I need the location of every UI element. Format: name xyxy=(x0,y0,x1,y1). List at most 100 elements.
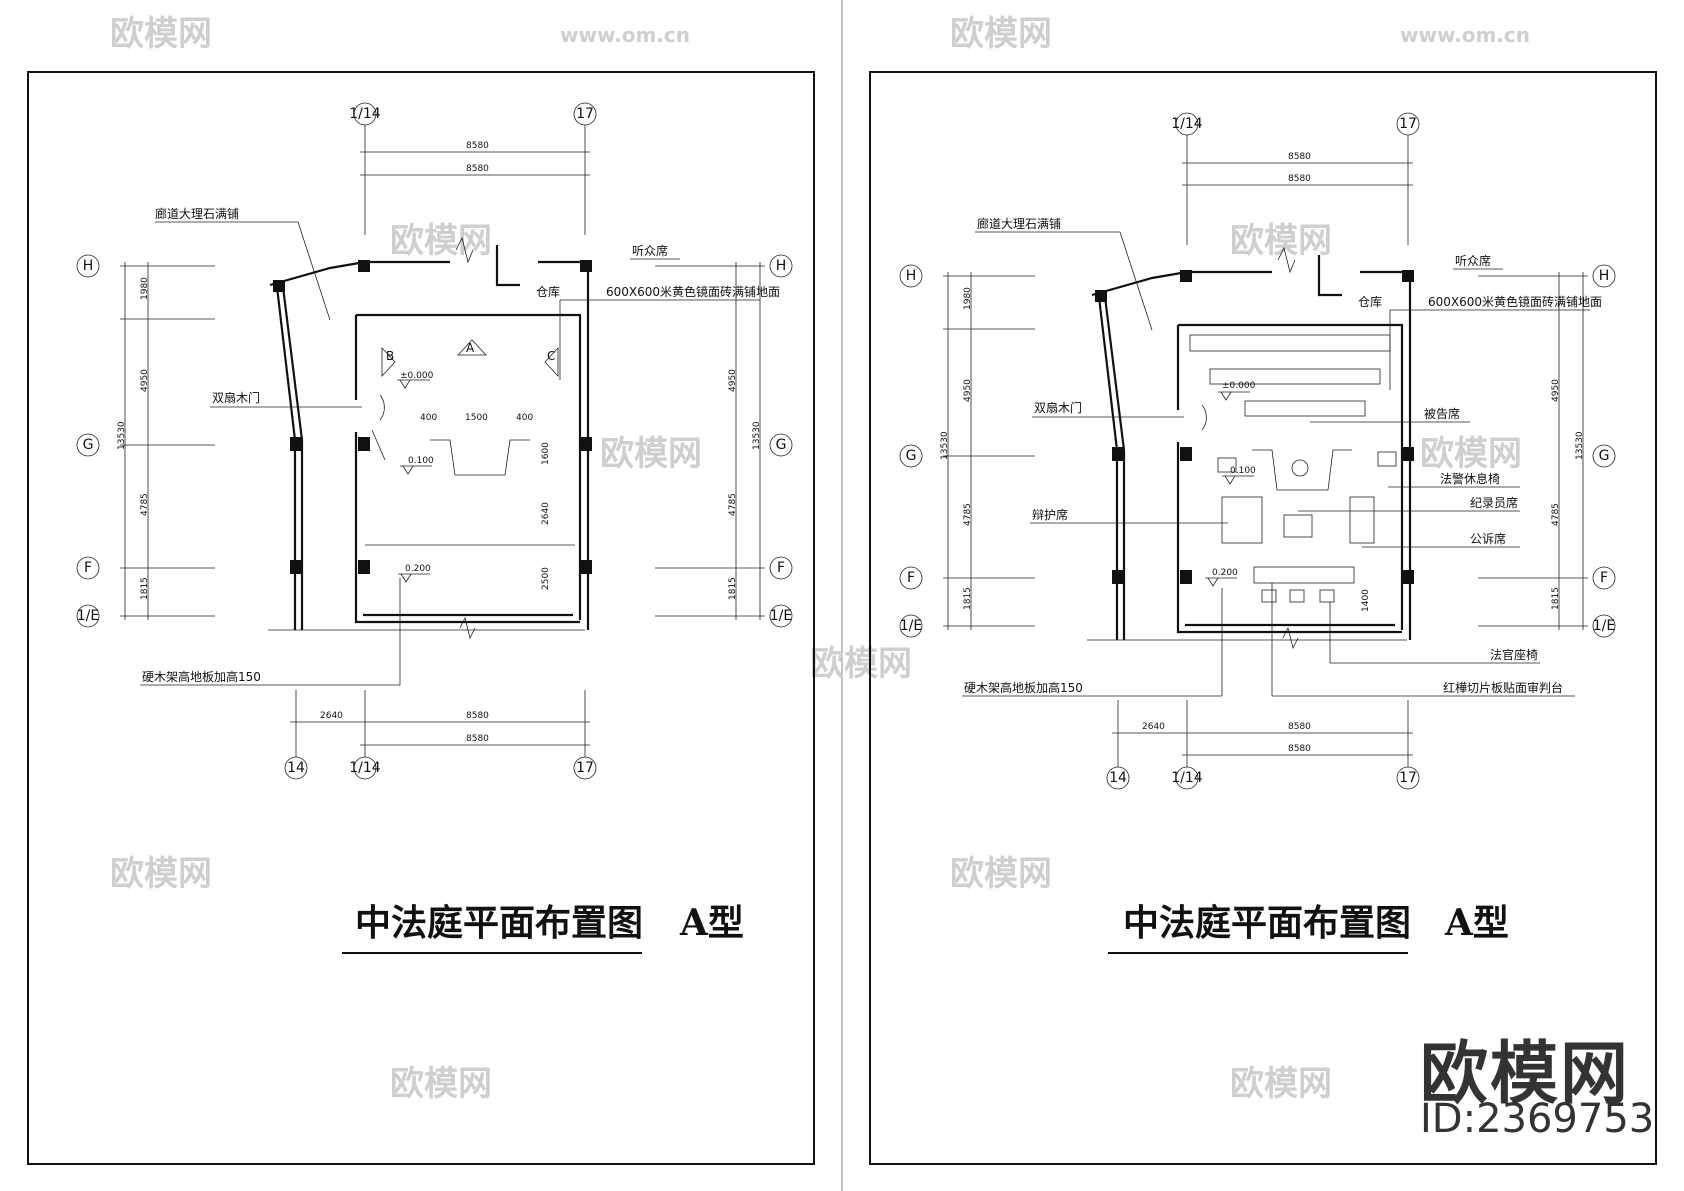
svg-text:H: H xyxy=(1599,268,1610,284)
svg-text:17: 17 xyxy=(576,760,594,776)
svg-text:1/14: 1/14 xyxy=(349,760,381,776)
axis-bubbles-right: 1/14 17 H G F 1/E H G F 1/E 14 1/14 17 xyxy=(899,112,1616,790)
svg-text:400: 400 xyxy=(516,413,533,423)
svg-text:听众席: 听众席 xyxy=(1455,253,1491,268)
svg-text:1/E: 1/E xyxy=(77,608,99,624)
svg-text:红樺切片板贴面审判台: 红樺切片板贴面审判台 xyxy=(1443,680,1563,695)
svg-text:纪录员席: 纪录员席 xyxy=(1470,495,1518,510)
svg-text:17: 17 xyxy=(576,106,594,122)
svg-text:欧模网: 欧模网 xyxy=(1420,434,1522,474)
svg-text:±0.000: ±0.000 xyxy=(400,371,434,381)
svg-text:G: G xyxy=(83,437,94,453)
svg-text:0.100: 0.100 xyxy=(1230,466,1256,476)
sheet-right: 1/14 17 H G F 1/E H G F 1/E 14 1/14 17 8… xyxy=(869,71,1657,1165)
svg-text:13530: 13530 xyxy=(940,431,950,460)
svg-text:G: G xyxy=(776,437,787,453)
svg-text:1/14: 1/14 xyxy=(349,106,381,122)
svg-text:14: 14 xyxy=(1109,770,1127,786)
svg-text:1/14: 1/14 xyxy=(1171,770,1203,786)
sheet-left: 1/14 17 H G F 1/E H G F 1/E 14 1/14 17 8… xyxy=(27,71,815,1165)
svg-text:www.om.cn: www.om.cn xyxy=(1400,23,1530,47)
court-furniture xyxy=(1217,451,1397,603)
svg-text:4785: 4785 xyxy=(728,493,738,516)
svg-text:0.200: 0.200 xyxy=(1212,568,1238,578)
svg-text:±0.000: ±0.000 xyxy=(1222,381,1256,391)
svg-text:F: F xyxy=(907,570,915,586)
svg-text:1/E: 1/E xyxy=(900,618,922,634)
svg-text:4950: 4950 xyxy=(140,369,150,392)
svg-text:www.om.cn: www.om.cn xyxy=(560,23,690,47)
svg-text:2640: 2640 xyxy=(1142,722,1165,732)
svg-text:1980: 1980 xyxy=(140,277,150,300)
svg-text:4950: 4950 xyxy=(1551,379,1561,402)
svg-text:法警休息椅: 法警休息椅 xyxy=(1440,471,1500,486)
svg-text:G: G xyxy=(1599,448,1610,464)
sheet-type-label: A型 xyxy=(679,902,744,944)
audience-seats xyxy=(1189,334,1391,417)
svg-text:欧模网: 欧模网 xyxy=(390,221,492,261)
svg-text:8580: 8580 xyxy=(466,734,489,744)
svg-text:硬木架高地板加高150: 硬木架高地板加高150 xyxy=(964,680,1083,695)
svg-text:4950: 4950 xyxy=(728,369,738,392)
svg-text:2640: 2640 xyxy=(541,502,551,525)
floor-plan-walls-right xyxy=(1087,246,1414,650)
svg-text:廊道大理石满铺: 廊道大理石满铺 xyxy=(155,206,239,221)
svg-text:H: H xyxy=(906,268,917,284)
watermark-logo-icon: 欧模网 www.om.cn 欧模网 www.om.cn 欧模网 欧模网 欧模网 … xyxy=(110,14,1530,1104)
svg-text:硬木架高地板加高150: 硬木架高地板加高150 xyxy=(142,669,261,684)
svg-text:C: C xyxy=(547,349,555,363)
svg-text:1600: 1600 xyxy=(541,442,551,465)
svg-text:H: H xyxy=(83,258,94,274)
svg-text:1/E: 1/E xyxy=(770,608,792,624)
svg-text:欧模网: 欧模网 xyxy=(110,14,212,54)
svg-text:8580: 8580 xyxy=(466,141,489,151)
svg-text:欧模网: 欧模网 xyxy=(810,644,912,684)
svg-text:400: 400 xyxy=(420,413,437,423)
svg-text:廊道大理石满铺: 廊道大理石满铺 xyxy=(977,216,1061,231)
svg-text:0.200: 0.200 xyxy=(405,564,431,574)
svg-text:13530: 13530 xyxy=(1575,431,1585,460)
annotations-left: 廊道大理石满铺 听众席 仓库 600X600米黄色镜面砖满铺地面 双扇木门 硬木… xyxy=(140,206,780,686)
svg-text:仓库: 仓库 xyxy=(536,284,560,299)
svg-text:F: F xyxy=(1600,570,1608,586)
svg-text:仓库: 仓库 xyxy=(1358,294,1382,309)
svg-text:法官座椅: 法官座椅 xyxy=(1490,647,1538,662)
svg-text:1/E: 1/E xyxy=(1593,618,1615,634)
svg-text:H: H xyxy=(776,258,787,274)
svg-text:1815: 1815 xyxy=(963,587,973,610)
svg-text:600X600米黄色镜面砖满铺地面: 600X600米黄色镜面砖满铺地面 xyxy=(1428,294,1602,309)
svg-text:17: 17 xyxy=(1399,116,1417,132)
svg-text:公诉席: 公诉席 xyxy=(1470,531,1506,546)
model-id: ID:2369753 xyxy=(1420,1096,1655,1142)
svg-text:1980: 1980 xyxy=(963,287,973,310)
svg-text:8580: 8580 xyxy=(1288,152,1311,162)
svg-text:听众席: 听众席 xyxy=(632,243,668,258)
svg-text:8580: 8580 xyxy=(1288,744,1311,754)
svg-text:欧模网: 欧模网 xyxy=(390,1064,492,1104)
svg-text:欧模网: 欧模网 xyxy=(950,854,1052,894)
dimension-lines-left: 8580 8580 1980 4950 13530 4785 1815 4950… xyxy=(117,125,765,757)
svg-text:欧模网: 欧模网 xyxy=(110,854,212,894)
svg-text:欧模网: 欧模网 xyxy=(950,14,1052,54)
svg-text:0.100: 0.100 xyxy=(408,456,434,466)
watermark-layer: 欧模网 www.om.cn 欧模网 www.om.cn 欧模网 欧模网 欧模网 … xyxy=(110,14,1530,1104)
svg-text:1815: 1815 xyxy=(1551,587,1561,610)
svg-text:双扇木门: 双扇木门 xyxy=(1034,400,1082,415)
sheet-title: 中法庭平面布置图 xyxy=(355,902,643,944)
brand-logo: 欧模网 xyxy=(1420,1035,1631,1114)
dimension-lines-right: 8580 8580 1980 4950 13530 4785 1815 4950… xyxy=(940,135,1588,767)
sheet-border xyxy=(869,71,1657,1165)
annotations-right: 廊道大理石满铺 听众席 仓库 600X600米黄色镜面砖满铺地面 双扇木门 被告… xyxy=(962,216,1602,697)
svg-text:4785: 4785 xyxy=(1551,503,1561,526)
svg-text:8580: 8580 xyxy=(1288,174,1311,184)
svg-text:G: G xyxy=(906,448,917,464)
svg-text:双扇木门: 双扇木门 xyxy=(212,390,260,405)
svg-text:B: B xyxy=(386,349,394,363)
svg-text:欧模网: 欧模网 xyxy=(1230,1064,1332,1104)
svg-text:2640: 2640 xyxy=(320,711,343,721)
svg-text:被告席: 被告席 xyxy=(1424,406,1460,421)
svg-text:2500: 2500 xyxy=(541,567,551,590)
svg-text:8580: 8580 xyxy=(466,164,489,174)
svg-text:F: F xyxy=(84,560,92,576)
